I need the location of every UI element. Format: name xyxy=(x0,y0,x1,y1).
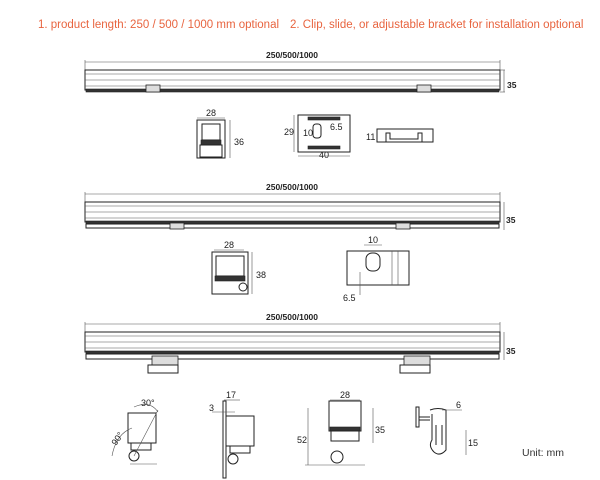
svg-text:29: 29 xyxy=(284,127,294,137)
svg-text:11: 11 xyxy=(366,132,375,142)
clip-icon xyxy=(145,84,161,93)
slide-variant-bar: 250/500/1000 35 xyxy=(84,182,516,230)
svg-text:35: 35 xyxy=(375,425,385,435)
bracket-front-view: 28 52 35 xyxy=(297,390,385,466)
svg-text:28: 28 xyxy=(340,390,350,400)
bracket-variant-bar: 250/500/1000 35 xyxy=(84,312,516,374)
bracket-angle-view: 30° 90° xyxy=(109,398,159,465)
svg-text:36: 36 xyxy=(234,137,244,147)
svg-text:28: 28 xyxy=(206,108,216,118)
svg-text:6: 6 xyxy=(456,400,461,410)
svg-text:30°: 30° xyxy=(141,398,155,408)
svg-text:6.5: 6.5 xyxy=(343,293,356,303)
slide-end-cap: 28 38 xyxy=(211,240,266,295)
slide-icon xyxy=(395,222,411,230)
svg-text:10: 10 xyxy=(303,128,313,138)
svg-text:17: 17 xyxy=(226,390,236,400)
svg-text:10: 10 xyxy=(368,235,378,245)
note-installation-options: 2. Clip, slide, or adjustable bracket fo… xyxy=(290,19,584,31)
bracket-side-view: 17 3 xyxy=(209,390,255,479)
slide-plate: 10 6.5 xyxy=(343,235,410,303)
svg-text:52: 52 xyxy=(297,435,307,445)
clip-icon xyxy=(416,84,432,93)
bracket-detail: 6 15 xyxy=(415,400,478,455)
slide-icon xyxy=(169,222,185,230)
svg-text:28: 28 xyxy=(224,240,234,250)
unit-label: Unit: mm xyxy=(522,447,564,459)
svg-text:35: 35 xyxy=(506,215,516,225)
svg-text:3: 3 xyxy=(209,403,214,413)
svg-text:15: 15 xyxy=(468,438,478,448)
clip-variant-bar: 250/500/1000 35 xyxy=(84,50,517,93)
note-product-length: 1. product length: 250 / 500 / 1000 mm o… xyxy=(38,19,280,31)
svg-text:40: 40 xyxy=(319,150,329,160)
svg-text:250/500/1000: 250/500/1000 xyxy=(266,312,318,322)
clip-plate: 29 10 6.5 40 xyxy=(284,114,351,160)
svg-text:38: 38 xyxy=(256,270,266,280)
svg-text:90°: 90° xyxy=(109,430,125,447)
length-label: 250/500/1000 xyxy=(266,50,318,60)
clip-side: 11 xyxy=(366,128,434,143)
clip-end-cap: 28 36 xyxy=(196,108,244,159)
svg-text:250/500/1000: 250/500/1000 xyxy=(266,182,318,192)
height-label: 35 xyxy=(507,80,517,90)
bracket-icon xyxy=(151,355,179,366)
bracket-icon xyxy=(403,355,431,366)
svg-text:35: 35 xyxy=(506,346,516,356)
svg-text:6.5: 6.5 xyxy=(330,122,343,132)
